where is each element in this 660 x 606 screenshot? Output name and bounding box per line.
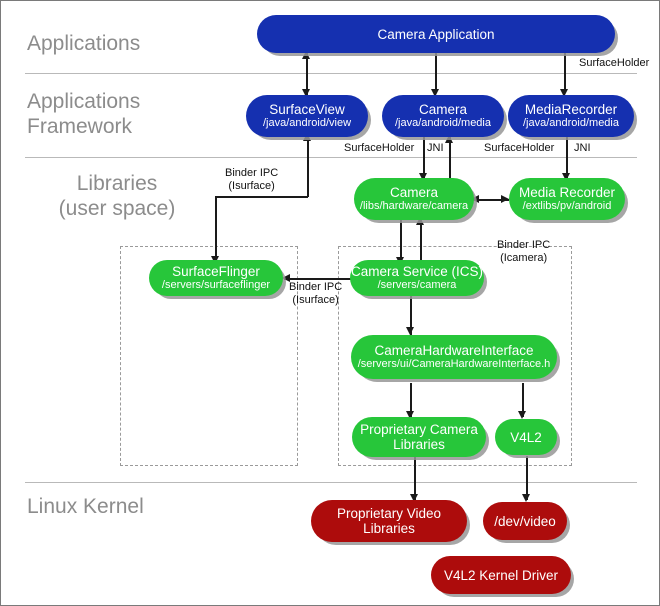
node-camera-application[interactable]: Camera Application	[257, 15, 615, 53]
node-surfaceflinger-title: SurfaceFlinger	[172, 264, 260, 280]
arrowhead-camera-service-camera-lib-up	[416, 217, 425, 225]
arrowhead-chi-proprietary-camera-libraries	[406, 411, 415, 419]
node-camera-java-title: Camera	[418, 102, 467, 118]
connector-camera-service-chi	[410, 293, 412, 335]
layer-label-libraries: Libraries (user space)	[58, 172, 176, 220]
edge-label-surfaceholder-app-mediarecorder: SurfaceHolder	[579, 57, 650, 69]
arrowhead-camera-service-chi	[406, 327, 415, 335]
edge-label-binder-ipc-isurface-service: Binder IPC (Isurface)	[289, 281, 343, 306]
arrowhead-app-surfaceview-down	[302, 89, 311, 97]
node-v4l2-kernel-driver-title: V4L2 Kernel Driver	[443, 567, 559, 583]
node-v4l2[interactable]: V4L2	[495, 419, 557, 455]
node-mediarecorder[interactable]: MediaRecorder /java/android/media	[508, 95, 634, 137]
node-proprietary-camera-libraries-title: Proprietary Camera	[360, 422, 478, 437]
edge-label-jni-mediarecorder: JNI	[574, 142, 591, 154]
connector-camera-lib-camera-service-down	[400, 219, 402, 265]
arrowhead-camera-lib-camera-java-up	[445, 135, 454, 143]
layer-label-applications: Applications	[27, 32, 141, 55]
node-proprietary-camera-libraries[interactable]: Proprietary Camera Libraries	[352, 417, 486, 457]
arrowhead-media-recorder-lib-right	[501, 195, 509, 204]
group-box-surfaceflinger	[120, 246, 298, 466]
divider-applications	[25, 73, 637, 74]
connector-camera-lib-media-recorder-lib	[473, 199, 509, 201]
node-media-recorder-lib[interactable]: Media Recorder /extlibs/pv/android	[509, 178, 625, 220]
connector-camera-service-camera-lib-up	[420, 219, 422, 265]
arrowhead-dev-video	[522, 494, 531, 502]
node-camera-hardware-interface-subtitle: /servers/ui/CameraHardwareInterface.h	[357, 358, 551, 371]
connector-chi-v4l2	[522, 383, 524, 417]
arrowhead-surfaceflinger-in	[282, 274, 290, 283]
node-surfaceview[interactable]: SurfaceView /java/android/view	[246, 95, 368, 137]
arrowhead-camera-java-camera-lib-down	[419, 173, 428, 181]
arrowhead-isurface-surfaceview	[303, 133, 312, 141]
edge-label-binder-ipc-isurface-top: Binder IPC (Isurface)	[225, 167, 279, 192]
node-camera-hardware-interface[interactable]: CameraHardwareInterface /servers/ui/Came…	[351, 335, 557, 379]
connector-v4l2-dev-video	[526, 456, 528, 500]
layer-label-applications-framework: Applications Framework	[27, 90, 141, 138]
node-v4l2-kernel-driver[interactable]: V4L2 Kernel Driver	[431, 556, 571, 594]
layer-label-linux-kernel: Linux Kernel	[27, 495, 144, 518]
edge-label-surfaceholder-mediarecorder: SurfaceHolder	[484, 142, 555, 154]
divider-libraries	[25, 482, 637, 483]
node-proprietary-video-libraries-title: Proprietary Video	[336, 506, 442, 521]
divider-framework	[25, 157, 637, 158]
node-camera-service-title: Camera Service (ICS)	[350, 264, 484, 280]
node-media-recorder-lib-subtitle: /extlibs/pv/android	[522, 200, 612, 213]
connector-app-mediarecorder	[564, 51, 566, 91]
node-proprietary-video-libraries[interactable]: Proprietary Video Libraries	[311, 500, 467, 542]
node-mediarecorder-subtitle: /java/android/media	[522, 117, 619, 130]
connector-camera-service-surfaceflinger	[284, 278, 360, 280]
node-camera-service-subtitle: /servers/camera	[377, 279, 457, 292]
arrowhead-app-surfaceview-up	[302, 51, 311, 59]
node-camera-java[interactable]: Camera /java/android/media	[382, 95, 504, 137]
node-surfaceflinger-subtitle: /servers/surfaceflinger	[161, 279, 271, 292]
node-proprietary-camera-libraries-subtitle: Libraries	[393, 437, 445, 452]
node-surfaceview-title: SurfaceView	[269, 102, 345, 118]
node-camera-lib-subtitle: /libs/hardware/camera	[359, 200, 469, 213]
connector-isurface-up-to-surfaceview	[307, 135, 309, 197]
arrowhead-app-camera-java	[431, 89, 440, 97]
edge-label-binder-ipc-icamera: Binder IPC (Icamera)	[497, 239, 551, 264]
edge-label-surfaceholder-camera: SurfaceHolder	[344, 142, 415, 154]
connector-proprietary-camera-to-video	[414, 456, 416, 500]
arrowhead-proprietary-video-libraries	[410, 494, 419, 502]
connector-camera-java-camera-lib-down	[423, 137, 425, 179]
connector-app-camera-java	[435, 51, 437, 91]
connector-isurface-elbow-horizontal	[215, 196, 308, 198]
node-camera-application-title: Camera Application	[377, 26, 495, 42]
node-camera-service[interactable]: Camera Service (ICS) /servers/camera	[350, 260, 484, 296]
node-surfaceflinger[interactable]: SurfaceFlinger /servers/surfaceflinger	[149, 260, 283, 296]
node-dev-video[interactable]: /dev/video	[483, 502, 567, 540]
connector-isurface-down-to-surfaceflinger	[215, 196, 217, 259]
node-camera-hardware-interface-title: CameraHardwareInterface	[374, 343, 534, 359]
node-mediarecorder-title: MediaRecorder	[524, 102, 618, 118]
node-media-recorder-lib-title: Media Recorder	[518, 185, 616, 201]
node-surfaceview-subtitle: /java/android/view	[262, 117, 352, 130]
node-v4l2-title: V4L2	[510, 429, 542, 445]
arrowhead-mediarecorder-media-recorder-lib	[562, 173, 571, 181]
connector-camera-lib-camera-java-up	[449, 137, 451, 179]
connector-chi-proprietary-camera-libraries	[410, 383, 412, 417]
node-dev-video-title: /dev/video	[494, 513, 556, 529]
arrowhead-app-mediarecorder	[560, 89, 569, 97]
arrowhead-camera-lib-left	[471, 195, 479, 204]
node-proprietary-video-libraries-subtitle: Libraries	[363, 521, 415, 536]
edge-label-jni-camera: JNI	[427, 142, 444, 154]
node-camera-java-subtitle: /java/android/media	[394, 117, 491, 130]
connector-mediarecorder-media-recorder-lib	[566, 137, 568, 179]
node-camera-lib[interactable]: Camera /libs/hardware/camera	[354, 178, 474, 220]
connector-app-surfaceview	[306, 51, 308, 97]
node-camera-lib-title: Camera	[389, 185, 438, 201]
group-box-camera-service	[338, 246, 572, 466]
arrowhead-chi-v4l2	[518, 411, 527, 419]
